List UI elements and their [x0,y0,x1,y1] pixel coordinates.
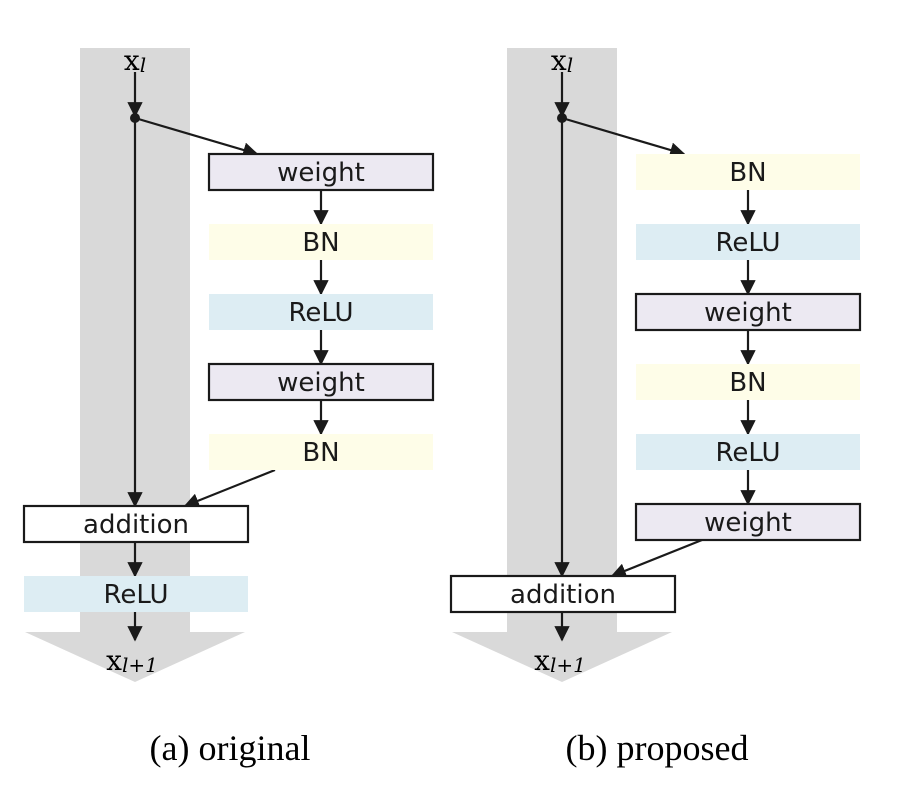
weight-box [634,292,862,332]
weight-layer: weight [207,362,435,402]
weight-layer: weight [634,292,862,332]
output-label: xl+1 [534,644,586,677]
connections [554,72,756,642]
relu-box [636,434,860,470]
addition-label: addition [83,510,189,540]
addition-layer: addition [449,574,677,614]
branch-entry-arrow [134,116,259,158]
bn-layer: BN [209,434,433,470]
addition-box [22,504,250,544]
caption: (a) original [150,728,311,768]
addition-layer: addition [22,504,250,544]
relu-layer: ReLU [24,576,248,612]
bn-layer: BN [636,364,860,400]
branch-exit-arrow [183,468,276,509]
bn-layer: BN [636,154,860,190]
bn-layer: BN [209,224,433,260]
bn-box [209,224,433,260]
input-label: xl [124,44,146,77]
weight-label: weight [704,508,792,538]
bn-box [636,364,860,400]
relu-box [24,576,248,612]
branch-entry-arrow [561,116,686,158]
bn-label: BN [729,158,766,188]
weight-layer: weight [207,152,435,192]
relu-box [209,294,433,330]
relu-label: ReLU [103,580,168,610]
weight-box [207,362,435,402]
weight-label: weight [277,368,365,398]
relu-layer: ReLU [636,224,860,260]
bn-label: BN [302,228,339,258]
input-label: xl [551,44,573,77]
relu-label: ReLU [715,438,780,468]
output-label: xl+1 [106,644,158,677]
relu-label: ReLU [288,298,353,328]
weight-layer: weight [634,502,862,542]
addition-label: addition [510,580,616,610]
bn-box [636,154,860,190]
bn-label: BN [302,438,339,468]
weight-box [207,152,435,192]
bn-box [209,434,433,470]
weight-box [634,502,862,542]
caption: (b) proposed [566,728,749,768]
relu-label: ReLU [715,228,780,258]
weight-label: weight [277,158,365,188]
addition-box [449,574,677,614]
relu-box [636,224,860,260]
weight-label: weight [704,298,792,328]
relu-layer: ReLU [636,434,860,470]
bn-label: BN [729,368,766,398]
branch-exit-arrow [610,538,703,579]
relu-layer: ReLU [209,294,433,330]
connections [127,72,329,642]
